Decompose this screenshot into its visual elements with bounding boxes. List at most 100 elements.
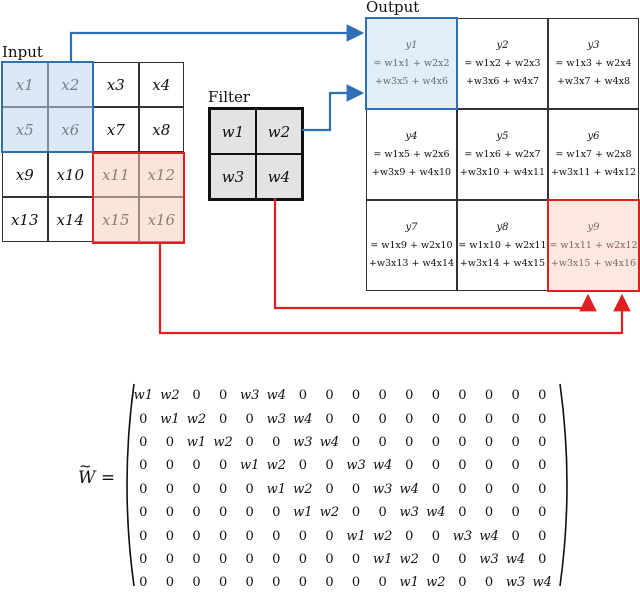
matrix-entry: 0 [538, 551, 547, 567]
matrix-entry: 0 [458, 551, 467, 567]
matrix-entry: w2 [319, 505, 340, 521]
matrix-entry: w4 [399, 481, 419, 497]
matrix-entry: w4 [319, 434, 340, 450]
matrix-entry: w1 [346, 528, 366, 544]
matrix-grid: w1 w2 0 0 w3 w4 0 0 0 0 0 0 0 0 0 0 0 w1 w2 0 0 w3 w4 0 0 0 0 0 0 0 0 0… [130, 384, 556, 595]
filter-cell: w3 [210, 154, 256, 199]
matrix-entry: 0 [325, 388, 334, 404]
matrix-entry: 0 [458, 388, 467, 404]
matrix-entry: w2 [266, 458, 286, 474]
matrix-entry: 0 [458, 575, 467, 591]
output-cell: y7= w1x9 + w2x10+w3x13 + w4x14 [366, 200, 457, 291]
matrix-entry: w3 [266, 411, 286, 427]
matrix-symbol: W = [78, 468, 116, 488]
matrix-entry: 0 [192, 528, 201, 544]
matrix-entry: 0 [405, 528, 414, 544]
matrix-entry: 0 [165, 481, 175, 497]
matrix-entry: w4 [426, 505, 446, 521]
output-formula-line: = w1x10 + w2x11 [458, 239, 547, 251]
matrix-entry: 0 [298, 528, 307, 544]
matrix-entry: 0 [458, 458, 467, 474]
matrix-entry: w2 [426, 575, 446, 591]
matrix-entry: 0 [484, 388, 494, 404]
input-red-highlight [92, 152, 185, 244]
matrix-entry: 0 [218, 411, 228, 427]
matrix-entry: 0 [431, 551, 440, 567]
matrix-entry: 0 [298, 575, 307, 591]
matrix-entry: 0 [165, 434, 175, 450]
output-formula-line: = w1x11 + w2x12 [549, 239, 638, 251]
input-to-y9-arrow [158, 244, 631, 335]
matrix-entry: 0 [431, 458, 440, 474]
matrix-entry: 0 [511, 505, 520, 521]
matrix-entry: w2 [186, 411, 207, 427]
matrix-entry: 0 [431, 528, 440, 544]
matrix-entry: 0 [218, 481, 228, 497]
matrix-entry: 0 [351, 505, 361, 521]
output-formula-line: = w1x6 + w2x7 [464, 148, 541, 160]
matrix-entry: w3 [372, 481, 393, 497]
matrix-entry: 0 [218, 528, 228, 544]
matrix-entry: 0 [245, 505, 254, 521]
matrix-entry: 0 [511, 481, 520, 497]
matrix-entry: 0 [484, 481, 494, 497]
matrix-entry: 0 [218, 458, 228, 474]
matrix-entry: 0 [245, 481, 254, 497]
matrix-tilde: ~ [79, 457, 92, 475]
output-formula-line: +w3x11 + w4x12 [550, 167, 637, 178]
matrix-entry: 0 [351, 388, 361, 404]
matrix-entry: 0 [325, 411, 334, 427]
matrix-entry: 0 [351, 575, 361, 591]
matrix-entry: w4 [293, 411, 313, 427]
output-label-y: y6 [587, 130, 600, 142]
matrix-entry: w1 [239, 458, 260, 474]
matrix-entry: 0 [325, 481, 334, 497]
matrix-entry: 0 [378, 411, 387, 427]
output-label-y: y4 [405, 130, 418, 142]
matrix-entry: 0 [484, 505, 494, 521]
matrix-entry: 0 [458, 481, 467, 497]
matrix-entry: 0 [165, 505, 175, 521]
input-blue-highlight [1, 61, 94, 153]
matrix-entry: 0 [139, 458, 148, 474]
matrix-entry: 0 [378, 388, 387, 404]
matrix-parens [126, 383, 568, 587]
matrix-entry: 0 [484, 411, 494, 427]
output-label-y: y8 [496, 221, 509, 233]
matrix-entry: 0 [458, 411, 467, 427]
matrix-entry: 0 [431, 388, 440, 404]
output-formula-line: +w3x10 + w4x11 [459, 167, 546, 178]
matrix-entry: 0 [245, 434, 254, 450]
matrix-entry: 0 [538, 388, 547, 404]
weight-matrix: ~ W = w1 w2 0 0 w3 w4 0 0 0 0 0 0 0 0 0 0 0 w1 w2 0 0 w3 w4 0 0 0… [78, 380, 578, 590]
matrix-entry: 0 [431, 411, 440, 427]
filter-to-output-arrow [302, 84, 365, 132]
matrix-entry: 0 [245, 575, 254, 591]
matrix-entry: 0 [272, 528, 281, 544]
matrix-entry: 0 [165, 551, 175, 567]
matrix-entry: w2 [213, 434, 233, 450]
matrix-entry: 0 [139, 551, 148, 567]
matrix-entry: 0 [192, 551, 201, 567]
matrix-entry: w4 [479, 528, 499, 544]
output-label-y: y7 [405, 221, 418, 233]
matrix-entry: 0 [192, 388, 201, 404]
matrix-entry: 0 [218, 551, 228, 567]
matrix-entry: 0 [245, 411, 254, 427]
matrix-entry: 0 [325, 551, 334, 567]
matrix-entry: 0 [298, 458, 307, 474]
matrix-entry: w3 [505, 575, 526, 591]
output-formula-line: = w1x2 + w2x3 [464, 57, 541, 69]
matrix-entry: 0 [511, 434, 520, 450]
matrix-entry: 0 [484, 458, 494, 474]
input-label: Input [2, 43, 43, 61]
matrix-entry: w2 [399, 551, 419, 567]
output-formula-line: = w1x3 + w2x4 [555, 57, 632, 69]
matrix-entry: w1 [186, 434, 207, 450]
output-cell: y5= w1x6 + w2x7+w3x10 + w4x11 [457, 109, 548, 200]
matrix-entry: w3 [346, 458, 366, 474]
output-label-y: y2 [496, 39, 509, 51]
input-cell: x8 [138, 107, 184, 152]
matrix-entry: 0 [139, 505, 148, 521]
